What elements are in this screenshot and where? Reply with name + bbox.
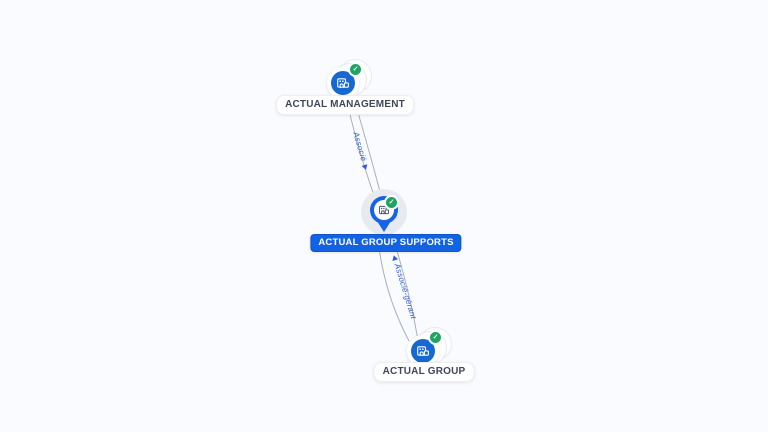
direction-arrow-icon [391, 254, 399, 261]
node-label-actual-group[interactable]: ACTUAL GROUP [373, 362, 475, 382]
map-pin-tail [377, 221, 391, 232]
verified-check-badge-icon: ✓ [348, 62, 363, 77]
verified-check-badge-icon: ✓ [428, 330, 443, 345]
node-actual-group[interactable]: ✓ [405, 327, 452, 369]
building-icon [337, 78, 349, 88]
node-label-actual-group-supports[interactable]: ACTUAL GROUP SUPPORTS [310, 234, 462, 252]
node-disc: ✓ [407, 330, 443, 367]
node-disc: ✓ [327, 62, 363, 99]
building-icon [378, 205, 390, 215]
node-actual-group-supports[interactable]: ✓ [361, 189, 407, 237]
building-icon [417, 346, 429, 356]
verified-check-badge-icon: ✓ [384, 195, 399, 210]
map-pin-icon: ✓ [370, 195, 399, 224]
node-actual-management[interactable]: ✓ [325, 59, 372, 101]
node-label-actual-management[interactable]: ACTUAL MANAGEMENT [276, 95, 414, 115]
